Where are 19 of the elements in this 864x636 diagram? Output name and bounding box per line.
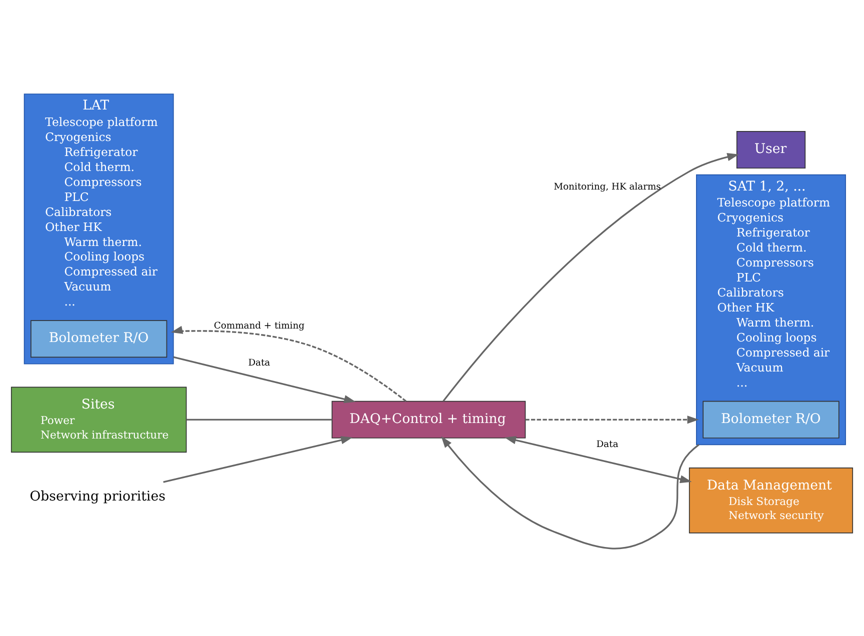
node-box: Data Management Disk Storage Network security [688,468,854,534]
arrow [170,326,406,402]
node-box: DAQ+Control + timing [332,400,526,438]
edge-label: Data [248,357,270,368]
edge-label: Monitoring, HK alarms [554,182,661,193]
arrow [442,153,739,402]
node-text: Observing priorities [30,489,166,504]
node-box: User [736,131,806,169]
node-box: Bolometer R/O [30,320,168,358]
arrow [441,436,700,550]
node-box: Sites Power Network infrastructure [10,386,187,453]
arrow [525,416,699,424]
arrow [163,436,353,483]
edge-label: Command + timing [214,320,304,332]
arrow [504,436,692,484]
connector [186,418,332,420]
node-box: Bolometer R/O [702,400,840,438]
arrow [173,356,356,404]
edge-label: Data [596,438,618,450]
